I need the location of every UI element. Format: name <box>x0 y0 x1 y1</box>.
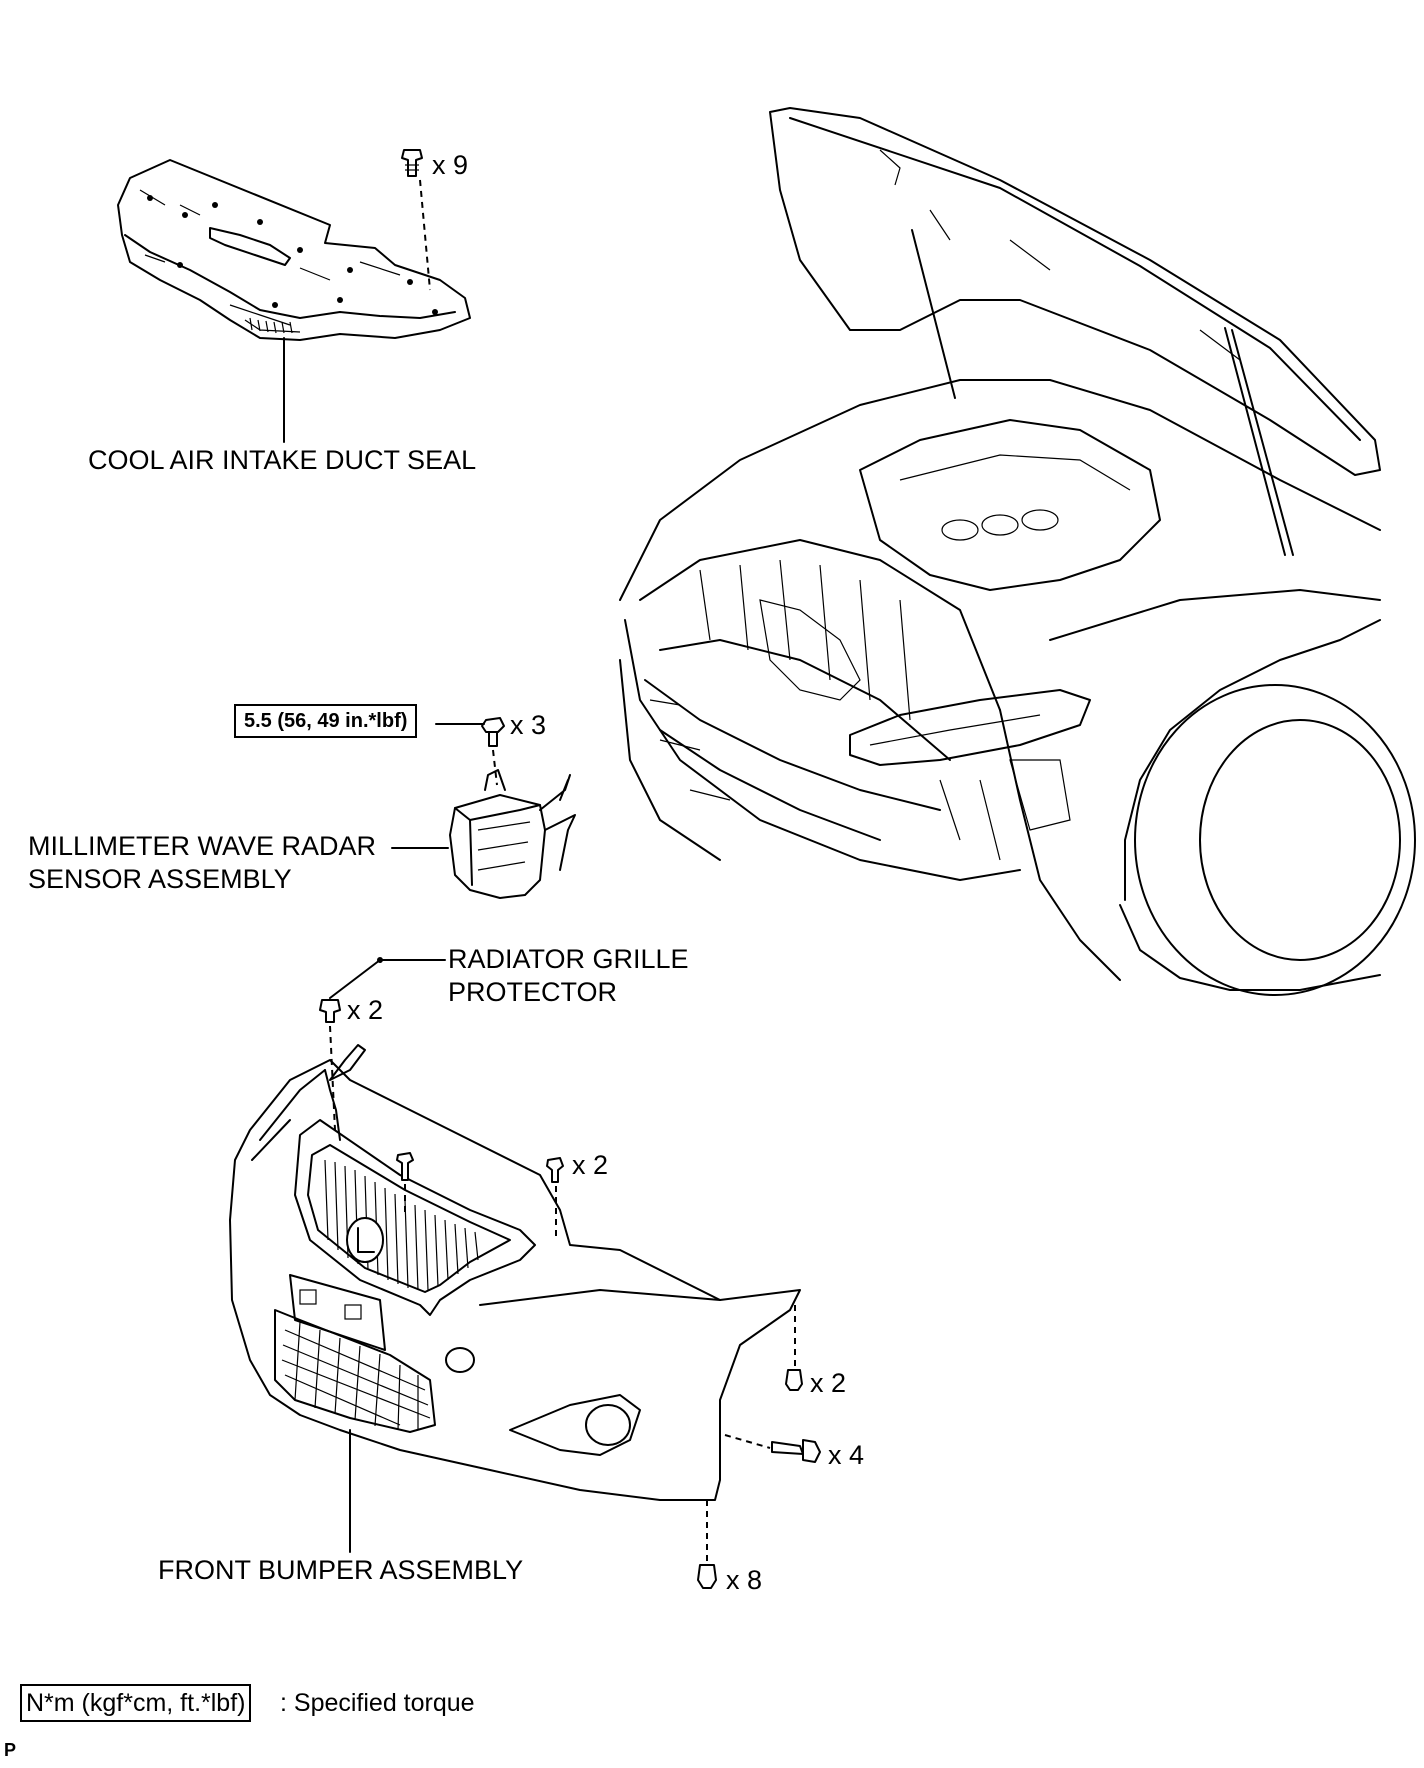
lower-grille-mesh <box>281 1321 431 1431</box>
front-bumper-assembly-label: FRONT BUMPER ASSEMBLY <box>158 1555 524 1585</box>
seal-clip-icon <box>401 149 431 291</box>
radar-sensor-label-line2: SENSOR ASSEMBLY <box>28 864 292 894</box>
bumper-bottom-screw-icon <box>697 1500 717 1589</box>
seal-clip-quantity: x 9 <box>432 150 469 180</box>
radar-bolt-icon <box>435 717 505 786</box>
radar-bolt-quantity: x 3 <box>510 710 547 740</box>
bumper-bottom-screw-quantity: x 8 <box>726 1565 763 1595</box>
bumper-top-clip-quantity: x 2 <box>572 1150 609 1180</box>
radiator-grille-protector-label-line2: PROTECTOR <box>448 977 618 1007</box>
bumper-side-screw-icon <box>785 1305 803 1391</box>
radar-sensor-drawing <box>391 769 576 899</box>
bumper-side-bolt-icon <box>724 1434 821 1463</box>
grille-protector-clip-icon <box>319 957 446 1141</box>
corner-mark: P <box>4 1740 17 1760</box>
bumper-side-screw-quantity: x 2 <box>810 1368 847 1398</box>
grille-bars <box>324 1159 479 1291</box>
front-bumper-drawing <box>229 1059 801 1553</box>
bumper-top-clip-right-icon <box>546 1157 564 1240</box>
radar-sensor-label-line1: MILLIMETER WAVE RADAR <box>28 831 377 861</box>
torque-legend-description: : Specified torque <box>280 1689 475 1717</box>
vehicle-front-drawing <box>619 107 1416 996</box>
bumper-top-clip-center-icon <box>396 1152 414 1215</box>
cool-air-intake-duct-seal-drawing <box>117 159 471 443</box>
radiator-grille-protector-label-line1: RADIATOR GRILLE <box>448 944 689 974</box>
cool-air-intake-duct-seal-label: COOL AIR INTAKE DUCT SEAL <box>88 445 477 475</box>
grille-clip-quantity: x 2 <box>347 995 384 1025</box>
torque-legend-box: N*m (kgf*cm, ft.*lbf) <box>20 1684 252 1722</box>
bumper-side-bolt-quantity: x 4 <box>828 1440 865 1470</box>
radar-torque-spec: 5.5 (56, 49 in.*lbf) <box>234 704 418 738</box>
